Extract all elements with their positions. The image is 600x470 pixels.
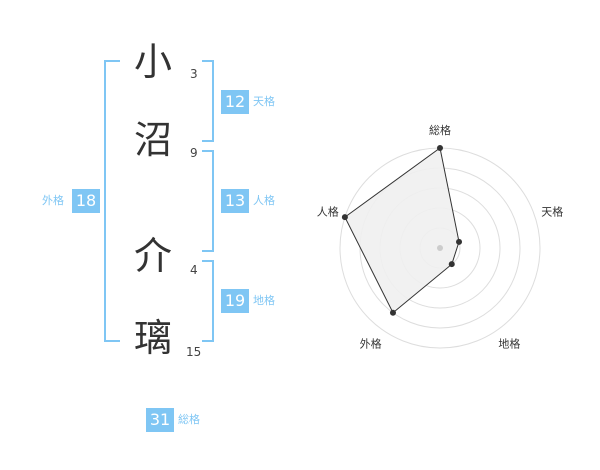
chikaku-label: 地格 xyxy=(253,294,275,307)
gaikaku-badge: 18 xyxy=(72,189,100,213)
jinkaku-label: 人格 xyxy=(253,194,275,207)
name-char-3: 介 xyxy=(133,234,172,278)
radar-axis-label-1: 総格 xyxy=(429,123,451,137)
radar-center-dot xyxy=(437,245,443,251)
name-char-2: 沼 xyxy=(133,118,172,162)
stroke-count-3: 4 xyxy=(190,263,198,277)
radar-point-1 xyxy=(437,145,443,151)
name-char-1: 小 xyxy=(133,40,172,84)
chikaku-bracket xyxy=(202,260,214,342)
radar-axis-label-2: 天格 xyxy=(541,205,563,219)
tenkaku-bracket xyxy=(202,60,214,142)
tenkaku-label: 天格 xyxy=(253,95,275,108)
gaikaku-label: 外格 xyxy=(42,194,64,207)
radar-point-5 xyxy=(341,214,348,221)
stroke-count-1: 3 xyxy=(190,67,198,81)
jinkaku-badge: 13 xyxy=(221,189,249,213)
radar-axis-label-3: 地格 xyxy=(498,336,520,350)
radar-point-3 xyxy=(448,261,455,268)
name-char-4: 璃 xyxy=(133,316,172,360)
jinkaku-bracket xyxy=(202,150,214,252)
soukaku-label: 総格 xyxy=(178,413,200,426)
radar-axis-label-5: 人格 xyxy=(317,205,339,219)
radar-point-2 xyxy=(456,238,463,245)
tenkaku-badge: 12 xyxy=(221,90,249,114)
soukaku-badge: 31 xyxy=(146,408,174,432)
chikaku-badge: 19 xyxy=(221,289,249,313)
radar-points xyxy=(341,145,463,316)
stroke-count-2: 9 xyxy=(190,146,198,160)
gaikaku-bracket xyxy=(104,60,120,342)
radar-axis-label-4: 外格 xyxy=(360,336,382,350)
stroke-count-4: 15 xyxy=(186,345,202,359)
radar-point-4 xyxy=(389,309,396,316)
radar-data-polygon xyxy=(344,147,460,314)
